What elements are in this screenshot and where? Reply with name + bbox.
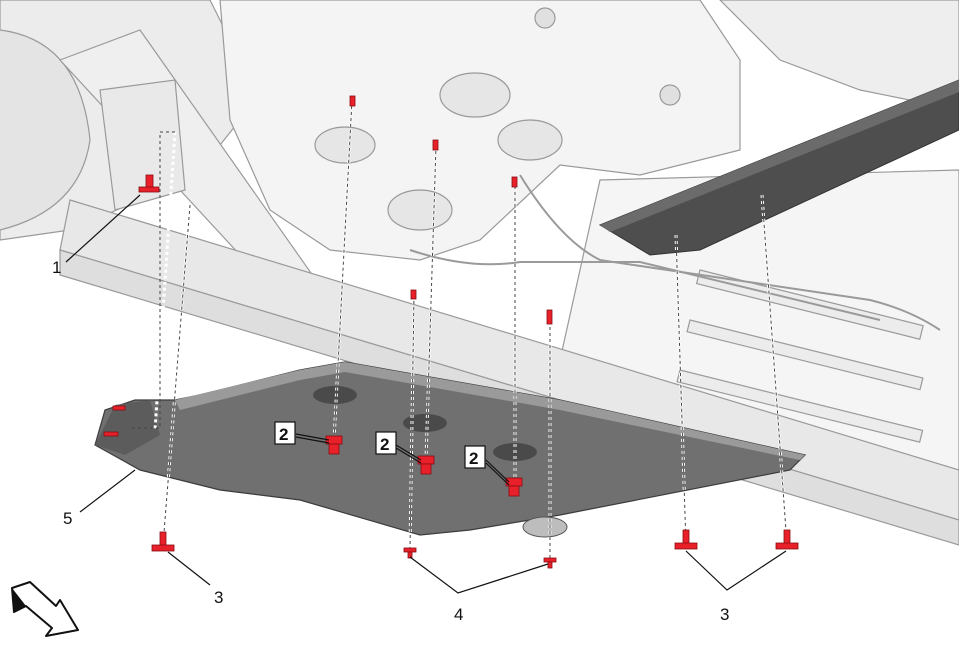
- fastener-flange-clip-2: [103, 431, 119, 437]
- fastener-screw-4b: [543, 557, 557, 569]
- rear-axle: [719, 0, 959, 111]
- align-dark-3r1: [675, 234, 687, 546]
- fuel-lines-2: [409, 249, 881, 321]
- tank-boss-1: [439, 72, 511, 118]
- tank-boss-4: [387, 189, 453, 231]
- fastener-top-pin-3: [511, 176, 518, 188]
- callout-2a: 2: [279, 425, 288, 444]
- callout-3-right: 3: [720, 605, 729, 624]
- callout-2b: 2: [380, 435, 389, 454]
- fastener-nut-2b: [417, 455, 435, 475]
- crossmember-top: [600, 80, 959, 232]
- leader-2c: [485, 459, 510, 483]
- underbody-shield: [94, 361, 807, 538]
- align-dark-1: [130, 131, 175, 429]
- alignment-lines-dark: [130, 99, 788, 562]
- fastener-top-pin-5: [546, 309, 553, 325]
- tank-boss-2: [497, 119, 563, 161]
- fastener-screw-4a: [403, 547, 417, 559]
- leader-1: [65, 194, 141, 263]
- fuel-tank: [219, 0, 741, 261]
- align-dark-2b: [425, 144, 437, 461]
- align-dark-3l: [162, 204, 191, 546]
- floor-rib-3: [676, 369, 924, 443]
- fastener-clip-3-left: [151, 531, 175, 552]
- forward-direction-arrow-icon: [11, 581, 79, 637]
- leader-2a: [295, 433, 330, 441]
- shield-hole-2: [403, 414, 447, 432]
- callout-3-left: 3: [214, 588, 223, 607]
- callout-2b-box: 2: [375, 431, 397, 455]
- shield-drain: [522, 516, 568, 538]
- leader-2c-b: [485, 462, 510, 486]
- fastener-clip-1: [138, 174, 160, 193]
- leader-4: [409, 556, 549, 594]
- callout-4: 4: [454, 605, 463, 624]
- leader-3-right: [685, 550, 787, 591]
- fastener-top-pin-1: [349, 95, 356, 107]
- tank-bolt-1: [534, 7, 556, 29]
- callout-2c-box: 2: [464, 445, 486, 469]
- left-bracket: [99, 79, 186, 211]
- fastener-clip-3-right-2: [775, 529, 799, 550]
- fuel-lines: [519, 174, 941, 331]
- callout-5: 5: [63, 509, 72, 528]
- leader-3-left: [167, 551, 211, 586]
- tank-bolt-2: [659, 84, 681, 106]
- fastener-flange-clip-1: [112, 405, 126, 411]
- callout-1: 1: [52, 258, 61, 277]
- leader-2b-b: [395, 447, 422, 464]
- shield-left-flange: [95, 400, 160, 455]
- callout-2c: 2: [469, 449, 478, 468]
- leader-2b: [395, 444, 422, 461]
- fastener-top-pin-2: [432, 139, 439, 151]
- leader-2a-b: [295, 436, 330, 444]
- callouts: 1 5 3 4 3 2 2 2: [52, 258, 729, 624]
- align-dark-3r2: [761, 194, 788, 546]
- callout-2a-box: 2: [274, 421, 296, 445]
- align-dark-2a: [333, 99, 353, 441]
- leader-lines: [65, 194, 787, 594]
- leader-5: [79, 469, 136, 513]
- fastener-top-pin-4: [410, 289, 417, 300]
- fastener-clip-3-right-1: [674, 529, 698, 550]
- align-dark-4a: [409, 294, 415, 549]
- fasteners: [103, 95, 799, 569]
- floor-rib-2: [686, 319, 924, 391]
- align-line-1: [153, 131, 177, 431]
- shield-body: [94, 361, 807, 536]
- tank-boss-3: [314, 126, 376, 164]
- left-wheel-arc: [0, 29, 91, 231]
